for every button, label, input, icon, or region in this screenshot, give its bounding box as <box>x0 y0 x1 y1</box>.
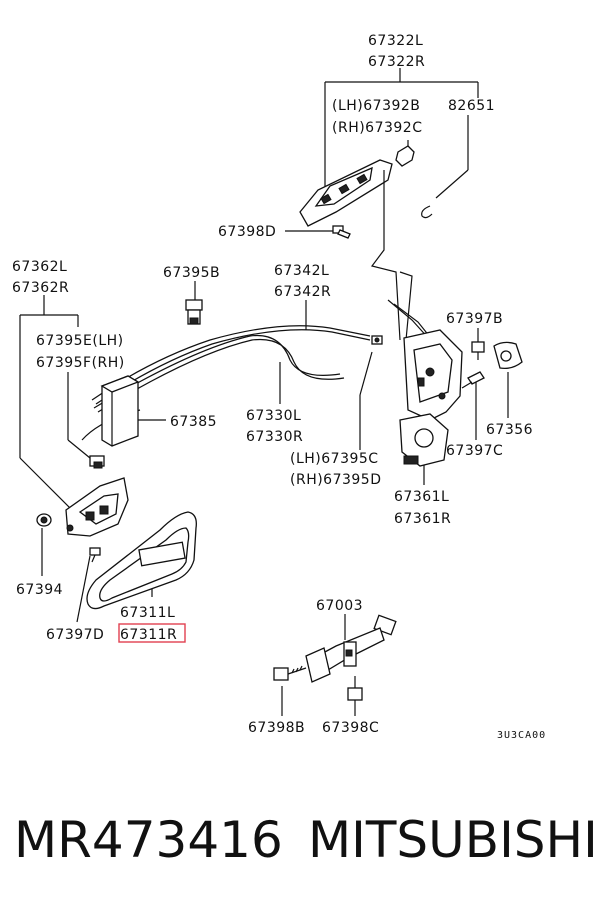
label-67392b: (LH)67392B <box>332 98 420 114</box>
outside-handle-part <box>299 159 393 227</box>
part-labels: 67322L 67322R (LH)67392B (RH)67392C 8265… <box>12 33 546 741</box>
label-67395e: 67395E(LH) <box>36 333 124 349</box>
label-67395d: (RH)67395D <box>290 472 382 488</box>
door-latch-assembly-part <box>399 329 463 467</box>
label-67395b: 67395B <box>163 265 220 281</box>
part-number: MR473416 <box>14 811 283 869</box>
label-67362l: 67362L <box>12 259 67 275</box>
label-67397c: 67397C <box>446 443 503 459</box>
label-67330r: 67330R <box>246 429 303 445</box>
cable-clip-67395cd-part <box>371 335 383 345</box>
label-67342l: 67342L <box>274 263 329 279</box>
label-67398b: 67398B <box>248 720 305 736</box>
label-67362r: 67362R <box>12 280 69 296</box>
inside-handle-base-part <box>65 477 129 537</box>
label-67361l: 67361L <box>394 489 449 505</box>
label-67397d: 67397D <box>46 627 104 643</box>
label-67330l: 67330L <box>246 408 301 424</box>
grommet-67394-part <box>36 513 52 527</box>
handle-clip-part <box>395 145 415 167</box>
wire-clip-part <box>421 169 469 219</box>
label-67003: 67003 <box>316 598 363 614</box>
label-67322r: 67322R <box>368 54 425 70</box>
door-check-part <box>305 614 397 683</box>
label-67356: 67356 <box>486 422 533 438</box>
label-67311r: 67311R <box>120 627 177 643</box>
label-67311l: 67311L <box>120 605 175 621</box>
cable-clip-67395b-part <box>185 299 203 325</box>
bolt-67398b-part <box>273 665 307 681</box>
bolt-67397b-part <box>471 341 485 360</box>
label-67398c: 67398C <box>322 720 379 736</box>
screw-67397c-part <box>461 371 485 389</box>
diagram-code: 3U3CA00 <box>497 730 546 741</box>
inside-handle-bezel-part <box>86 511 197 610</box>
screw-67397d-part <box>89 547 101 563</box>
label-67392c: (RH)67392C <box>332 120 423 136</box>
label-67397b: 67397B <box>446 311 503 327</box>
label-67395f: 67395F(RH) <box>36 355 125 371</box>
cable-clip-67395ef-part <box>89 455 105 469</box>
label-67394: 67394 <box>16 582 63 598</box>
label-67361r: 67361R <box>394 511 451 527</box>
spacer-67356-part <box>493 341 523 370</box>
label-67322l: 67322L <box>368 33 423 49</box>
shield-67385-part <box>100 375 140 447</box>
latch-rods-part <box>370 170 435 343</box>
label-67385: 67385 <box>170 414 217 430</box>
brand-name: MITSUBISHI <box>308 811 598 869</box>
bolt-67398c-part <box>347 676 363 701</box>
footer: MR473416 MITSUBISHI <box>0 800 600 880</box>
highlight-box <box>118 623 186 643</box>
leader-lines <box>19 68 509 716</box>
label-67398d: 67398D <box>218 224 276 240</box>
screw-67398d-part <box>332 225 351 239</box>
label-82651: 82651 <box>448 98 495 114</box>
label-67395c: (LH)67395C <box>290 451 379 467</box>
label-67342r: 67342R <box>274 284 331 300</box>
